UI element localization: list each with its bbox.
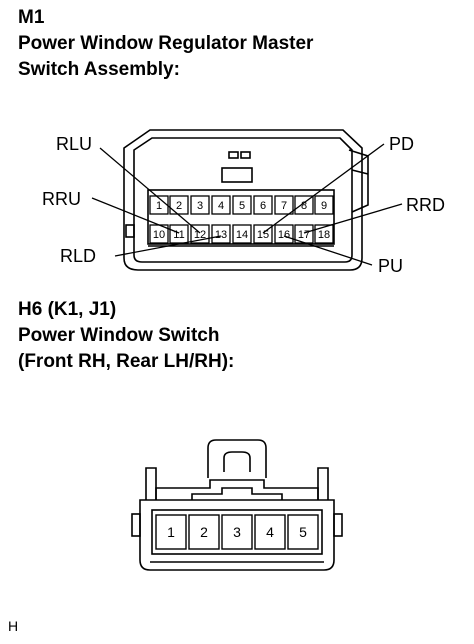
label-pu: PU: [378, 256, 403, 276]
m1-cavity-bottom-16: [274, 224, 294, 244]
m1-cavity-bottom-12: [190, 224, 210, 244]
m1-cavity-top-2: [169, 195, 189, 215]
footer-mark: H: [8, 618, 19, 634]
leader-pd: [262, 143, 385, 234]
m1-pin-7: 7: [281, 200, 287, 212]
m1-pin-9: 9: [321, 200, 327, 212]
m1-cavity-top-4: [211, 195, 231, 215]
label-rld: RLD: [60, 246, 96, 266]
m1-pin-12: 12: [194, 229, 206, 241]
m1-pin-3: 3: [197, 200, 203, 212]
m1-pin-2: 2: [176, 200, 182, 212]
m1-pin-6: 6: [260, 200, 266, 212]
m1-cavity-bottom-13: [211, 224, 231, 244]
m1-connector-name-line1: Power Window Regulator Master: [18, 33, 314, 54]
m1-cavity-top-7: [274, 195, 294, 215]
h6-pin-4: 4: [266, 524, 274, 540]
leader-rld: [114, 235, 222, 257]
m1-pin-14: 14: [236, 229, 248, 241]
label-rru: RRU: [42, 189, 81, 209]
m1-cavity-top-5: [232, 195, 252, 215]
m1-pin-10: 10: [153, 229, 165, 241]
label-rrd: RRD: [406, 195, 445, 215]
h6-pin-5: 5: [299, 524, 307, 540]
m1-cavity-top-9: [314, 195, 334, 215]
leader-rrd: [303, 203, 403, 234]
m1-cavity-top-3: [190, 195, 210, 215]
m1-pin-13: 13: [215, 229, 227, 241]
h6-pin-1: 1: [167, 524, 175, 540]
m1-pin-1: 1: [156, 200, 162, 212]
m1-pin-8: 8: [301, 200, 307, 212]
m1-cavity-bottom-11: [169, 224, 189, 244]
m1-cavity-bottom-14: [232, 224, 252, 244]
leader-rru: [91, 197, 180, 234]
m1-cavity-top-8: [294, 195, 314, 215]
m1-connector-diagram: 1 2 3 4 5 6 7 8 9 10 11 12 13 14 15 16 1…: [42, 129, 445, 276]
m1-connector-code: M1: [18, 7, 45, 28]
h6-connector-code: H6 (K1, J1): [18, 299, 117, 320]
m1-pin-15: 15: [257, 229, 269, 241]
h6-connector-name-line1: Power Window Switch: [18, 325, 220, 346]
h6-connector-name-line2: (Front RH, Rear LH/RH):: [18, 351, 235, 372]
leader-rlu: [99, 147, 201, 234]
h6-pin-3: 3: [233, 524, 241, 540]
m1-connector-name-line2: Switch Assembly:: [18, 59, 180, 80]
m1-cavity-bottom-15: [253, 224, 273, 244]
m1-cavity-bottom-18: [314, 224, 334, 244]
m1-pin-18: 18: [318, 229, 330, 241]
label-rlu: RLU: [56, 134, 92, 154]
m1-pin-5: 5: [239, 200, 245, 212]
m1-cavity-top-6: [253, 195, 273, 215]
leader-pu: [283, 235, 373, 266]
m1-pin-16: 16: [278, 229, 290, 241]
label-pd: PD: [389, 134, 414, 154]
h6-pin-2: 2: [200, 524, 208, 540]
m1-pin-11: 11: [173, 229, 184, 241]
m1-pin-4: 4: [218, 200, 224, 212]
